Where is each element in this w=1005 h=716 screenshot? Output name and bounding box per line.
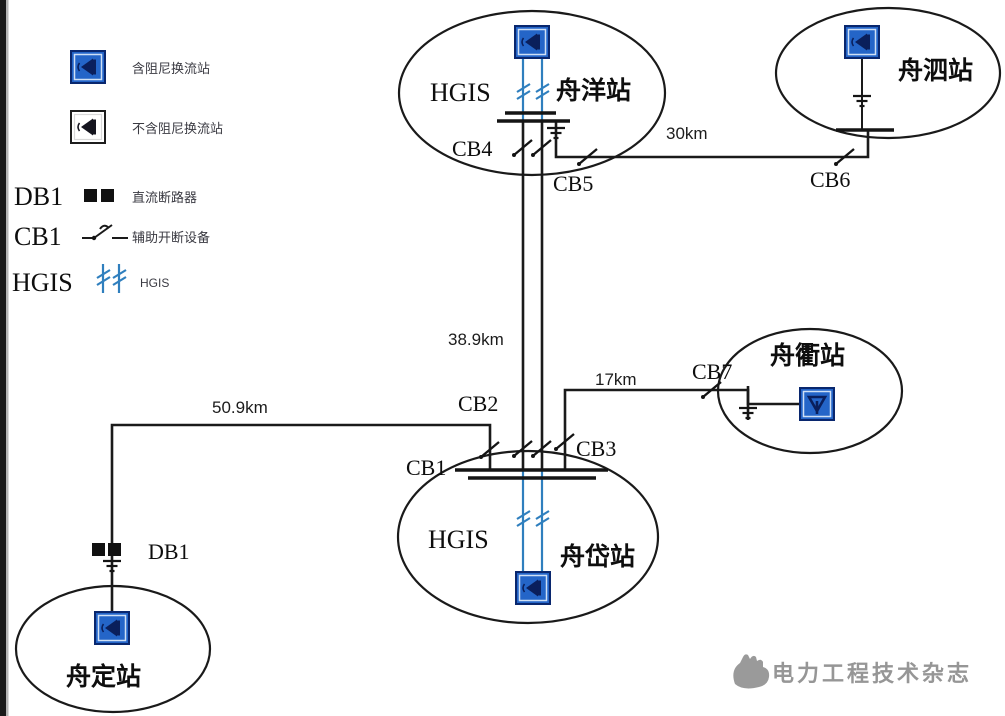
legend-label-db1: 直流断路器 xyxy=(132,190,197,205)
legend-key-db1: DB1 xyxy=(14,182,63,211)
station-label-zhousi: 舟泗站 xyxy=(898,57,973,85)
legend-key-hgis: HGIS xyxy=(12,268,73,297)
dc-breaker-icon xyxy=(84,189,97,202)
watermark: 电力工程技术杂志 xyxy=(733,654,972,689)
converter-icon-zhousi xyxy=(844,25,880,59)
legend-item-hgis: HGIS HGIS xyxy=(12,264,169,297)
distance-yang-si: 30km xyxy=(666,124,708,143)
legend: 含阻尼换流站 不含阻尼换流站 DB1 直流断路器 CB1 辅助开断设备 HGIS xyxy=(12,50,223,297)
station-zone-zhousi xyxy=(774,6,1002,140)
auxiliary-breaker-icon xyxy=(82,224,128,241)
legend-label-hgis: HGIS xyxy=(140,276,169,290)
legend-item-without-damping: 不含阻尼换流站 xyxy=(70,110,223,144)
station-label-zhoudai: 舟岱站 xyxy=(560,543,635,571)
label-hgis-zhouyang: HGIS xyxy=(430,78,491,107)
legend-label-cb1: 辅助开断设备 xyxy=(132,230,210,245)
label-cb3: CB3 xyxy=(576,436,616,461)
converter-icon-zhouyang xyxy=(514,25,550,59)
distance-dai-qu: 17km xyxy=(595,370,637,389)
distance-dai-ding: 50.9km xyxy=(212,398,268,417)
station-label-zhouding: 舟定站 xyxy=(66,662,141,691)
legend-label-without-damping: 不含阻尼换流站 xyxy=(132,121,223,136)
wire-dai-ding xyxy=(110,423,492,543)
label-hgis-zhoudai: HGIS xyxy=(428,525,489,554)
converter-icon-zhoudai xyxy=(515,571,551,605)
page-edge-strip xyxy=(0,0,6,716)
label-cb7: CB7 xyxy=(692,359,732,384)
busbars xyxy=(455,111,894,480)
converter-icon-zhouqu xyxy=(798,386,836,422)
distance-yang-dai: 38.9km xyxy=(448,330,504,349)
legend-item-with-damping: 含阻尼换流站 xyxy=(70,50,210,84)
label-cb1: CB1 xyxy=(406,455,446,480)
label-cb5: CB5 xyxy=(553,171,593,196)
legend-item-db1: DB1 直流断路器 xyxy=(14,182,197,211)
db1-module-1 xyxy=(92,543,105,556)
legend-item-cb1: CB1 辅助开断设备 xyxy=(14,222,210,251)
magazine-logo-icon xyxy=(733,654,770,689)
dc-breaker-icon xyxy=(101,189,114,202)
label-cb6: CB6 xyxy=(810,167,850,192)
legend-key-cb1: CB1 xyxy=(14,222,62,251)
station-label-zhouyang: 舟洋站 xyxy=(556,76,631,105)
watermark-text: 电力工程技术杂志 xyxy=(772,661,972,686)
converter-outline-icon xyxy=(70,110,106,144)
page-edge-shadow xyxy=(6,0,9,716)
converter-icon-zhouding xyxy=(94,611,130,645)
station-zone-zhoudai xyxy=(396,449,660,625)
label-cb4: CB4 xyxy=(452,136,492,161)
dc-breaker-db1 xyxy=(92,543,121,556)
label-db1: DB1 xyxy=(148,539,190,564)
db1-module-2 xyxy=(108,543,121,556)
legend-label-with-damping: 含阻尼换流站 xyxy=(132,61,210,76)
hgis-symbol-icon xyxy=(95,264,128,293)
station-zone-zhouyang xyxy=(397,9,667,177)
label-cb2: CB2 xyxy=(458,391,498,416)
converter-filled-icon xyxy=(70,50,106,84)
station-label-zhouqu: 舟衢站 xyxy=(770,341,845,370)
